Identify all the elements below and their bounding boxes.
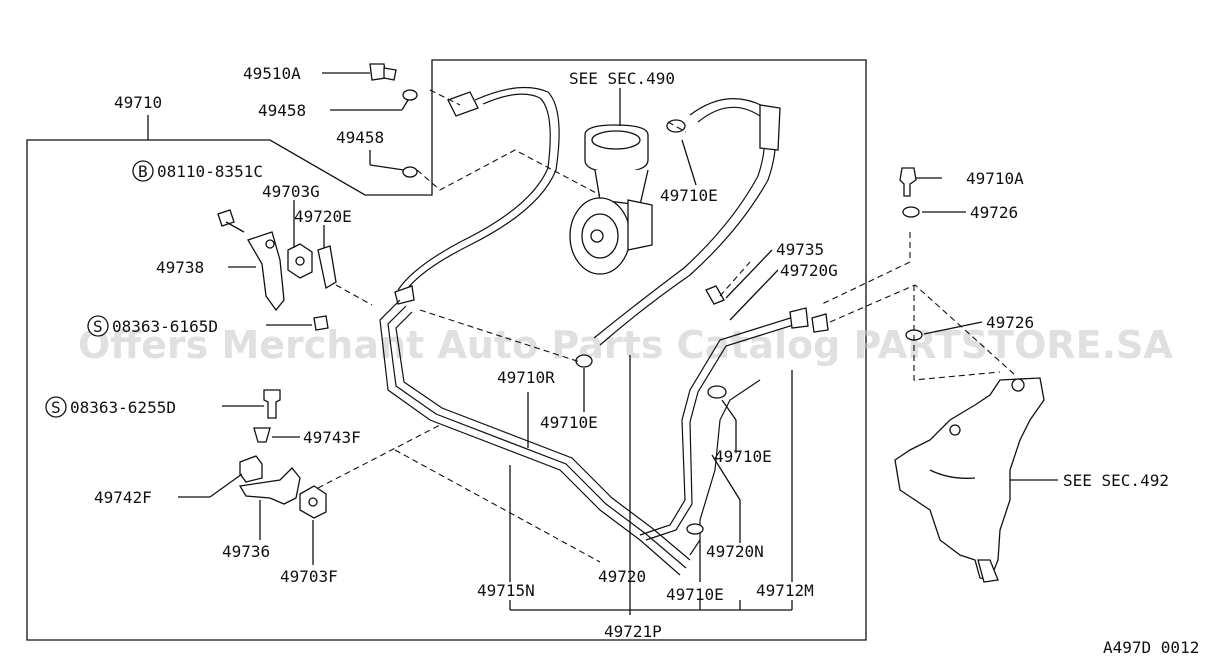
steering-gear-box[interactable] — [894, 377, 1045, 583]
dash-fitting-gear — [829, 284, 1016, 376]
b-symbol-circle — [132, 160, 154, 182]
label-08110-8351C[interactable]: 08110-8351C — [157, 162, 263, 181]
grommet-49703F[interactable] — [299, 485, 327, 519]
dash-bolt-fitting — [819, 232, 911, 306]
label-08363-6255D[interactable]: 08363-6255D — [70, 398, 176, 417]
label-49726-top[interactable]: 49726 — [970, 203, 1018, 222]
label-49710R[interactable]: 49710R — [497, 368, 555, 387]
clamp-49735[interactable] — [705, 285, 725, 305]
s-symbol-2: S — [51, 398, 61, 417]
label-49720E[interactable]: 49720E — [294, 207, 352, 226]
label-49735[interactable]: 49735 — [776, 240, 824, 259]
label-sec492[interactable]: SEE SEC.492 — [1063, 471, 1169, 490]
diagram-code: A497D 0012 — [1103, 638, 1199, 657]
clamp-49710E-bottom[interactable] — [686, 523, 704, 535]
label-49720N[interactable]: 49720N — [706, 542, 764, 561]
s-symbol-circle-2 — [45, 396, 67, 418]
label-49710A[interactable]: 49710A — [966, 169, 1024, 188]
label-49726-mid[interactable]: 49726 — [986, 313, 1034, 332]
label-49738[interactable]: 49738 — [156, 258, 204, 277]
label-49510A[interactable]: 49510A — [243, 64, 301, 83]
label-49736[interactable]: 49736 — [222, 542, 270, 561]
label-sec490[interactable]: SEE SEC.490 — [569, 69, 675, 88]
clip-49743F[interactable] — [253, 427, 271, 443]
label-08363-6165D[interactable]: 08363-6165D — [112, 317, 218, 336]
clamp-49710E-right[interactable] — [707, 385, 727, 399]
clamp-49720E[interactable] — [317, 245, 337, 290]
label-49712M[interactable]: 49712M — [756, 581, 814, 600]
label-49720[interactable]: 49720 — [598, 567, 646, 586]
steering-tube-set[interactable] — [379, 299, 807, 576]
label-49458-bottom[interactable]: 49458 — [336, 128, 384, 147]
label-49710[interactable]: 49710 — [114, 93, 162, 112]
label-49710E-top[interactable]: 49710E — [660, 186, 718, 205]
eye-bolt-49710A[interactable] — [899, 167, 917, 197]
s-symbol-1: S — [93, 317, 103, 336]
dash-clamp-49735 — [719, 261, 751, 297]
clamp-49710E-top[interactable] — [666, 119, 686, 133]
washer-49726-top[interactable] — [902, 206, 920, 218]
bolt-08363-6255D[interactable] — [263, 389, 281, 419]
washer-49458-bottom[interactable] — [402, 166, 418, 178]
clamp-49710E-mid[interactable] — [575, 354, 593, 368]
grommet-49742F[interactable] — [239, 455, 263, 483]
power-steering-pump[interactable] — [569, 124, 653, 275]
eye-bolt-49510A[interactable] — [369, 63, 397, 81]
dash-hose-clamp — [667, 121, 687, 133]
label-49710E-bottom[interactable]: 49710E — [666, 585, 724, 604]
washer-49458-top[interactable] — [402, 89, 418, 101]
label-49721P[interactable]: 49721P — [604, 622, 662, 641]
label-49715N[interactable]: 49715N — [477, 581, 535, 600]
dash-clamp-tube — [335, 284, 373, 306]
grommet-49703G[interactable] — [287, 243, 313, 279]
s-symbol-circle-1 — [87, 315, 109, 337]
label-49703F[interactable]: 49703F — [280, 567, 338, 586]
leader-lines — [147, 72, 1058, 615]
dash-bracket-tube-low — [394, 449, 601, 563]
assembly-frame — [26, 59, 867, 641]
bolt-08110[interactable] — [217, 209, 245, 233]
dash-grommet-tube — [317, 424, 441, 489]
b-symbol: B — [138, 162, 148, 181]
label-49710E-right[interactable]: 49710E — [714, 447, 772, 466]
dash-washer-hose — [429, 89, 461, 106]
tube-end-fitting-2[interactable] — [811, 313, 829, 333]
bolt-08363-6165D[interactable] — [313, 315, 329, 331]
label-49743F[interactable]: 49743F — [303, 428, 361, 447]
label-49720G[interactable]: 49720G — [780, 261, 838, 280]
label-49458-top[interactable]: 49458 — [258, 101, 306, 120]
tube-end-fitting[interactable] — [789, 307, 809, 329]
watermark-text: Offers Merchant Auto Parts Catalog PARTS… — [78, 323, 1173, 367]
label-49703G[interactable]: 49703G — [262, 182, 320, 201]
bracket-49736[interactable] — [238, 467, 301, 505]
bracket-49738[interactable] — [247, 231, 285, 312]
dash-washer-gear — [913, 285, 1001, 381]
high-pressure-hose[interactable] — [394, 86, 560, 305]
dash-washer-pump — [416, 149, 601, 196]
dash-bracket-clamp — [419, 309, 581, 363]
label-49710E-mid[interactable]: 49710E — [540, 413, 598, 432]
return-hose[interactable] — [593, 98, 781, 346]
label-49742F[interactable]: 49742F — [94, 488, 152, 507]
